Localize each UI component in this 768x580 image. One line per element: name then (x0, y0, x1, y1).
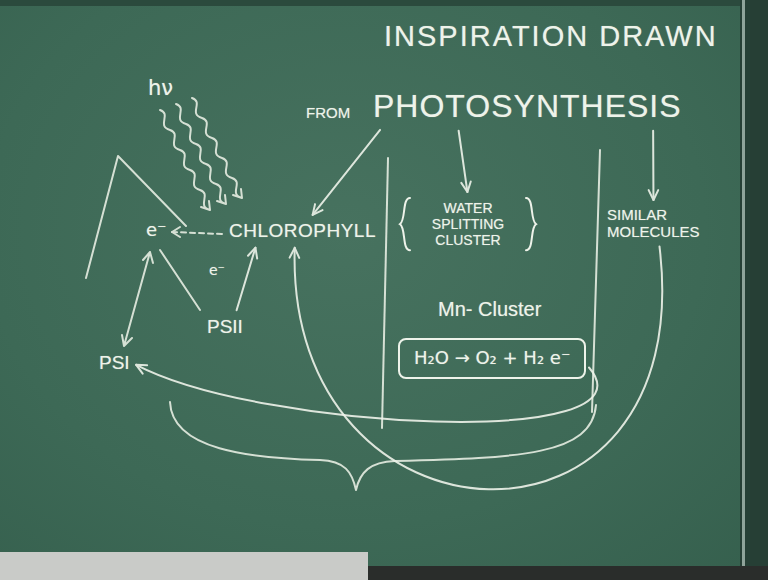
arrow-head (461, 182, 470, 192)
chalk-tray-shadow (368, 566, 768, 580)
double-arrow (122, 252, 153, 346)
small-word: FROM (306, 104, 350, 121)
connector-arrow (313, 130, 380, 215)
light-wave (176, 104, 226, 204)
arrow-head (649, 190, 659, 200)
topic-word: PHOTOSYNTHESIS (370, 86, 685, 127)
photosystem-label: PSII (204, 314, 246, 340)
connector-line (459, 131, 468, 192)
chalk-tray (0, 552, 368, 580)
photosystem-label: PSI (96, 350, 133, 376)
connector-arrow (290, 246, 663, 489)
arrow-head (290, 248, 300, 258)
electron-label: e⁻ (146, 220, 167, 241)
node-text: SIMILAR MOLECULES (607, 206, 711, 241)
divider-line (382, 158, 388, 428)
cluster-label: Mn- Cluster (438, 298, 541, 321)
connector-line (237, 248, 256, 310)
connector-arrow (237, 248, 258, 310)
connector-line (652, 131, 654, 200)
arrow-head (248, 248, 257, 259)
photon-symbol: hν (148, 76, 173, 100)
equation-box: H₂O → O₂ + H₂ e⁻ (398, 338, 586, 379)
node-text: CHLOROPHYLL (229, 220, 376, 242)
arrow-head (172, 227, 180, 237)
connector-line (295, 246, 663, 489)
pigment-label: CHLOROPHYLL (226, 218, 379, 244)
node-text: PSII (207, 316, 243, 338)
mountain-sketch (86, 156, 186, 278)
brace-stroke (526, 198, 536, 250)
connector-line (136, 365, 597, 422)
board-frame-line (742, 0, 745, 580)
brace-stroke (400, 198, 410, 250)
node-text: WATER SPLITTING CLUSTER (418, 200, 518, 248)
node-text: PSI (99, 352, 130, 374)
connector-arrow (459, 131, 471, 192)
electron-transfer-dashed (172, 232, 222, 234)
electron-label: e⁻ (209, 262, 225, 278)
light-wave (192, 98, 242, 198)
topic-note: SIMILAR MOLECULES (604, 204, 714, 243)
board-title: INSPIRATION DRAWN (384, 20, 718, 53)
connector-line (313, 130, 380, 215)
electron-line (160, 250, 200, 310)
arrow-head (313, 204, 323, 215)
cluster-brace: WATER SPLITTING CLUSTER (398, 196, 538, 252)
connector-arrow (136, 365, 597, 422)
light-wave (160, 110, 210, 210)
node-text: PHOTOSYNTHESIS (373, 88, 682, 125)
board-top-edge (0, 0, 768, 6)
bottom-brace (170, 402, 596, 490)
arrow-head (136, 365, 147, 374)
connector-arrow (649, 131, 659, 200)
node-text: H₂O → O₂ + H₂ e⁻ (414, 348, 570, 369)
